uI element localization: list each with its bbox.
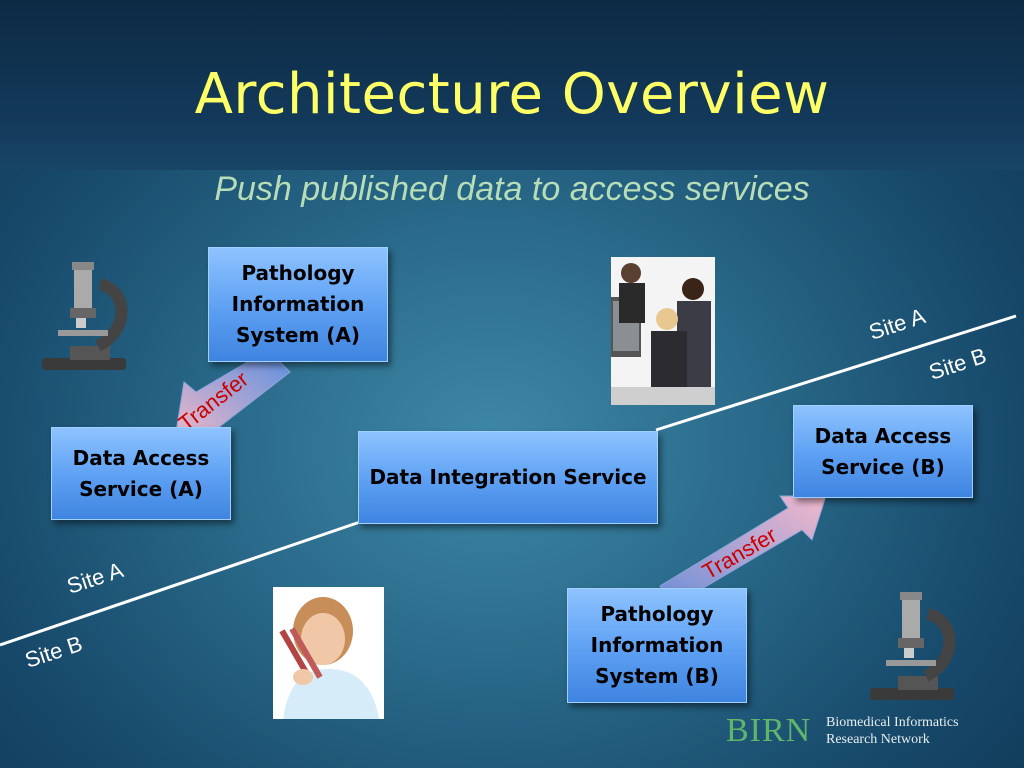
data-integration-service-box: Data Integration Service (358, 431, 658, 524)
data-access-service-b-box: Data Access Service (B) (793, 405, 973, 498)
header-band (0, 0, 1024, 170)
site-label-right-lower: Site B (926, 343, 990, 385)
pathology-info-system-a-box: Pathology Information System (A) (208, 247, 388, 362)
site-label-left-upper: Site A (64, 557, 127, 599)
site-label-left-lower: Site B (22, 631, 86, 673)
microscope-icon (42, 262, 128, 370)
site-label-right-upper: Site A (866, 303, 929, 345)
people-photo (611, 257, 715, 405)
birn-logo: BIRN (726, 712, 812, 749)
slide-title: Architecture Overview (194, 62, 830, 127)
data-access-service-a-box: Data Access Service (A) (51, 427, 231, 520)
scientist-photo (273, 587, 384, 719)
transfer-label-b: Transfer (698, 522, 781, 584)
site-divider-line-left (0, 520, 361, 647)
birn-org-name: Biomedical Informatics Research Network (826, 715, 959, 747)
microscope-icon-b (870, 592, 956, 700)
slide-subtitle: Push published data to access services (214, 170, 810, 208)
pathology-info-system-b-box: Pathology Information System (B) (567, 588, 747, 703)
site-divider-line-right (655, 314, 1017, 432)
